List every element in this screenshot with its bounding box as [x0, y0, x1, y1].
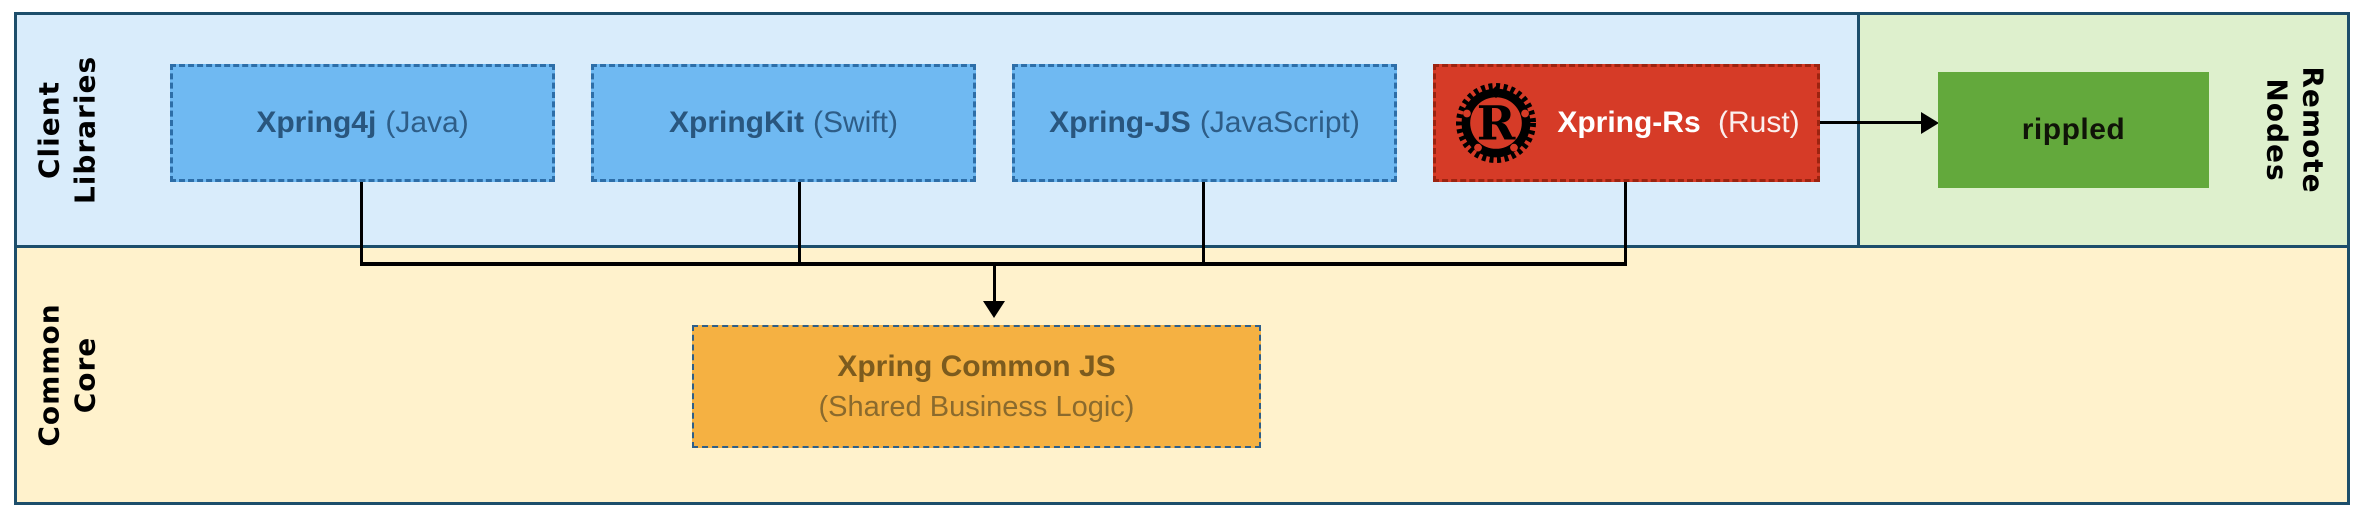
edge-xpringkit-to-common [798, 179, 801, 266]
node-xpring4j: Xpring4j (Java) [170, 64, 555, 182]
node-title: Xpring Common JS [837, 349, 1116, 383]
region-label-remote-nodes: Remote Nodes [2258, 66, 2331, 193]
label-line: Common [32, 303, 66, 447]
node-language: (Rust) [1718, 106, 1800, 139]
node-language: (Java) [385, 106, 469, 139]
label-line: Nodes [2260, 78, 2293, 182]
node-language: (JavaScript) [1199, 106, 1360, 139]
edge-xpring4j-to-common [360, 182, 363, 266]
label-line: Core [69, 336, 102, 414]
svg-text:R: R [1477, 95, 1516, 150]
region-label-common-core: Common Core [32, 303, 105, 446]
arrowhead-right-icon [1921, 112, 1939, 134]
edge-xpringrs-to-common [1624, 182, 1627, 266]
node-title: Xpring4j [256, 106, 377, 139]
rust-logo-icon: R [1456, 83, 1537, 163]
node-title: rippled [2021, 113, 2126, 146]
edge-merge-bar [360, 262, 1627, 266]
node-rippled: rippled [1938, 72, 2209, 188]
region-label-client-libraries: Client Libraries [32, 56, 105, 204]
node-subtitle: (Shared Business Logic) [818, 390, 1135, 423]
node-title: Xpring-Rs [1557, 106, 1701, 139]
label-line: Client [32, 80, 66, 180]
node-xpringrs: R Xpring-Rs (Rust) [1433, 64, 1820, 182]
edge-xpringrs-to-rippled [1820, 121, 1923, 124]
node-xpringkit: XpringKit (Swift) [591, 64, 976, 182]
node-xpring-common-js: Xpring Common JS (Shared Business Logic) [692, 325, 1261, 448]
arrowhead-down-icon [983, 301, 1005, 318]
node-title: XpringKit [669, 106, 804, 139]
node-xpringjs: Xpring-JS (JavaScript) [1012, 64, 1397, 182]
node-language: (Swift) [813, 106, 898, 139]
node-text: Xpring-Rs (Rust) [1557, 106, 1799, 140]
node-title: Xpring-JS [1049, 106, 1191, 139]
edge-merge-to-common [993, 266, 996, 303]
edge-xpringjs-to-common [1202, 182, 1205, 266]
label-line: Libraries [69, 55, 102, 205]
label-line: Remote [2296, 66, 2330, 194]
